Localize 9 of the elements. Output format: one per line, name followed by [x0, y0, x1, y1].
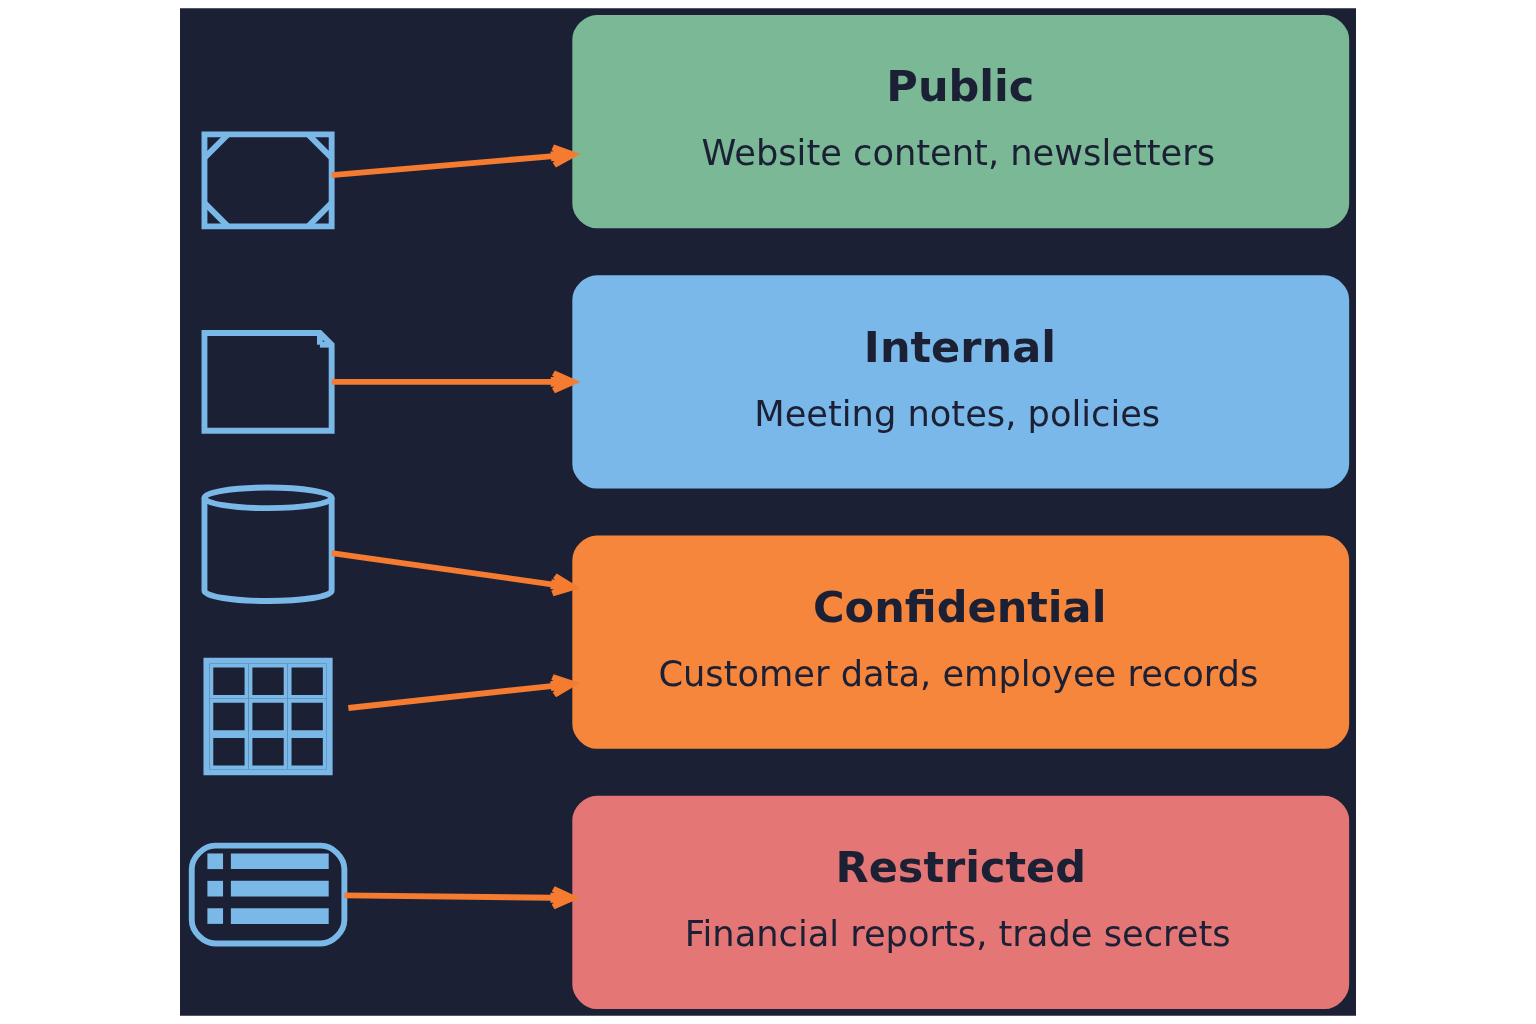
arrow: [348, 674, 577, 711]
node-box: Confidential Customer data, employee records: [572, 535, 1350, 749]
node-box: Internal Meeting notes, policies: [572, 275, 1350, 489]
arrow: [331, 144, 577, 178]
node-box: Restricted Financial reports, trade secrets: [572, 795, 1350, 1009]
node-picture: [203, 657, 333, 776]
node-picture: [188, 842, 348, 947]
arrow: [331, 550, 577, 597]
node-box: Public Website content, newsletters: [572, 15, 1350, 229]
